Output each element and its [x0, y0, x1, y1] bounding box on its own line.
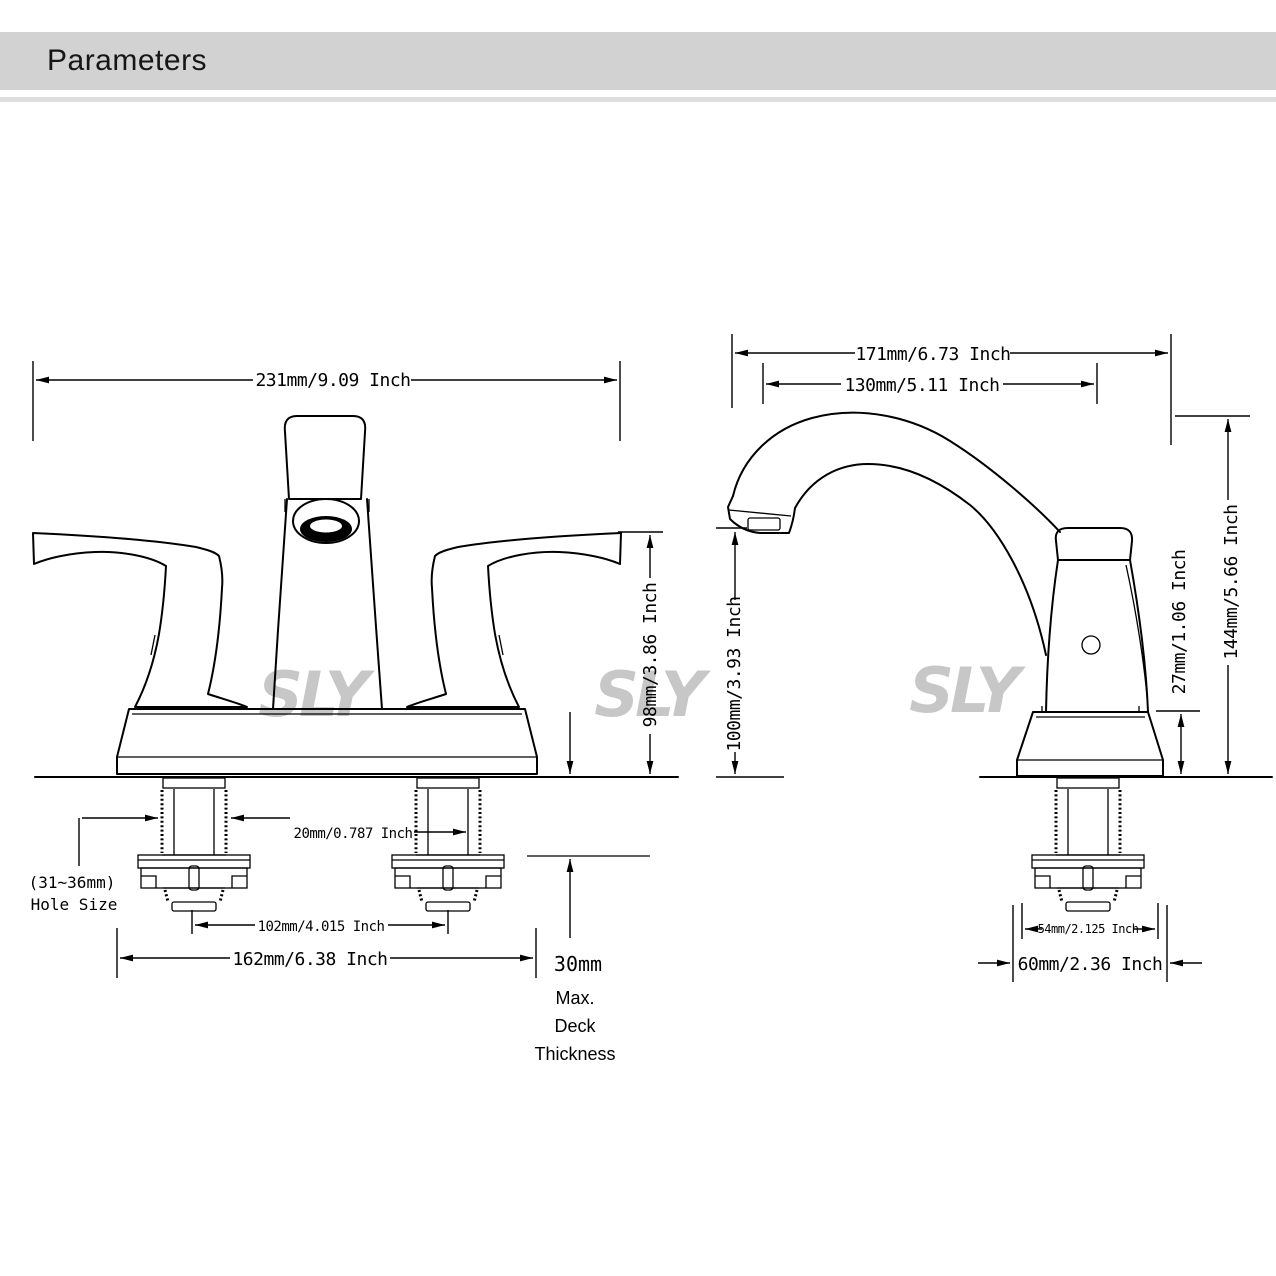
- dimension-label: 130mm/5.11 Inch: [844, 375, 999, 396]
- dimension-label: 20mm/0.787 Inch: [294, 826, 413, 842]
- dimension-label: 30mm: [554, 952, 602, 976]
- dimension-label: 162mm/6.38 Inch: [232, 949, 387, 970]
- dimension-overall-height: 144mm/5.66 Inch: [1175, 415, 1250, 774]
- watermark-logo: SLY: [594, 658, 712, 731]
- dimension-overall-depth: 171mm/6.73 Inch: [731, 334, 1172, 445]
- spout-inner-curve: [794, 463, 1047, 656]
- dimension-overall-width: 231mm/9.09 Inch: [32, 361, 621, 441]
- header-divider: [0, 97, 1276, 102]
- watermark-logo: SLY: [909, 654, 1027, 727]
- dimension-base-height: 27mm/1.06 Inch: [1156, 550, 1200, 774]
- dimension-hole-spacing: 102mm/4.015 Inch: [191, 910, 449, 935]
- dimension-label: Thickness: [534, 1044, 615, 1064]
- hole-size-note: (31~36mm) Hole Size: [29, 818, 118, 914]
- page-title: Parameters: [47, 44, 208, 77]
- dimension-label: 171mm/6.73 Inch: [855, 344, 1010, 365]
- dimension-label: 231mm/9.09 Inch: [255, 370, 410, 391]
- dimension-deck-thickness: 30mm Max. Deck Thickness: [534, 712, 616, 1064]
- dimension-label: Max.: [555, 988, 594, 1008]
- dimension-body-height: 98mm/3.86 Inch: [618, 531, 663, 774]
- dimension-spout-reach: 130mm/5.11 Inch: [762, 363, 1098, 404]
- hole-size-range: (31~36mm): [29, 873, 116, 892]
- hole-size-label: Hole Size: [31, 895, 118, 914]
- front-view-drawing: 231mm/9.09 Inch 98mm/3.86 Inch 20mm/0.78…: [29, 361, 679, 1064]
- dimension-spout-height: 100mm/3.93 Inch: [716, 527, 747, 774]
- watermark-logo: SLY: [258, 658, 376, 731]
- dimension-label: 60mm/2.36 Inch: [1018, 954, 1163, 975]
- dimension-label: 27mm/1.06 Inch: [1169, 550, 1190, 695]
- aerator: [747, 517, 781, 531]
- dimension-label: Deck: [554, 1016, 596, 1036]
- right-handle: [406, 532, 622, 708]
- left-handle: [32, 532, 248, 708]
- watermark-group: SLY SLY SLY: [258, 654, 1031, 731]
- side-view-drawing: 171mm/6.73 Inch 130mm/5.11 Inch 100mm/3.…: [716, 334, 1273, 982]
- spout-body: [272, 498, 383, 710]
- dimension-base-depth: 60mm/2.36 Inch: [978, 905, 1202, 982]
- dimension-label: 100mm/3.93 Inch: [724, 596, 745, 751]
- handle-body: [1045, 559, 1149, 713]
- dimension-label: 98mm/3.86 Inch: [640, 583, 661, 728]
- dimension-flange-width: 54mm/2.125 Inch: [1021, 903, 1159, 939]
- dimension-label: 144mm/5.66 Inch: [1221, 504, 1242, 659]
- header-bar: Parameters: [0, 32, 1276, 90]
- dimension-base-width: 162mm/6.38 Inch: [116, 928, 537, 978]
- handle-screw: [1081, 635, 1101, 655]
- spout-outer-curve: [732, 411, 1061, 533]
- dimension-shank-diameter: 20mm/0.787 Inch: [82, 814, 466, 842]
- aerator-ring: [292, 498, 360, 544]
- spout-cap: [283, 415, 367, 500]
- spout-outlet: [727, 495, 796, 534]
- dimension-label: 54mm/2.125 Inch: [1038, 922, 1139, 936]
- faucet-base: [1016, 711, 1164, 777]
- dimension-label: 102mm/4.015 Inch: [258, 919, 385, 935]
- handle-cap: [1054, 527, 1134, 561]
